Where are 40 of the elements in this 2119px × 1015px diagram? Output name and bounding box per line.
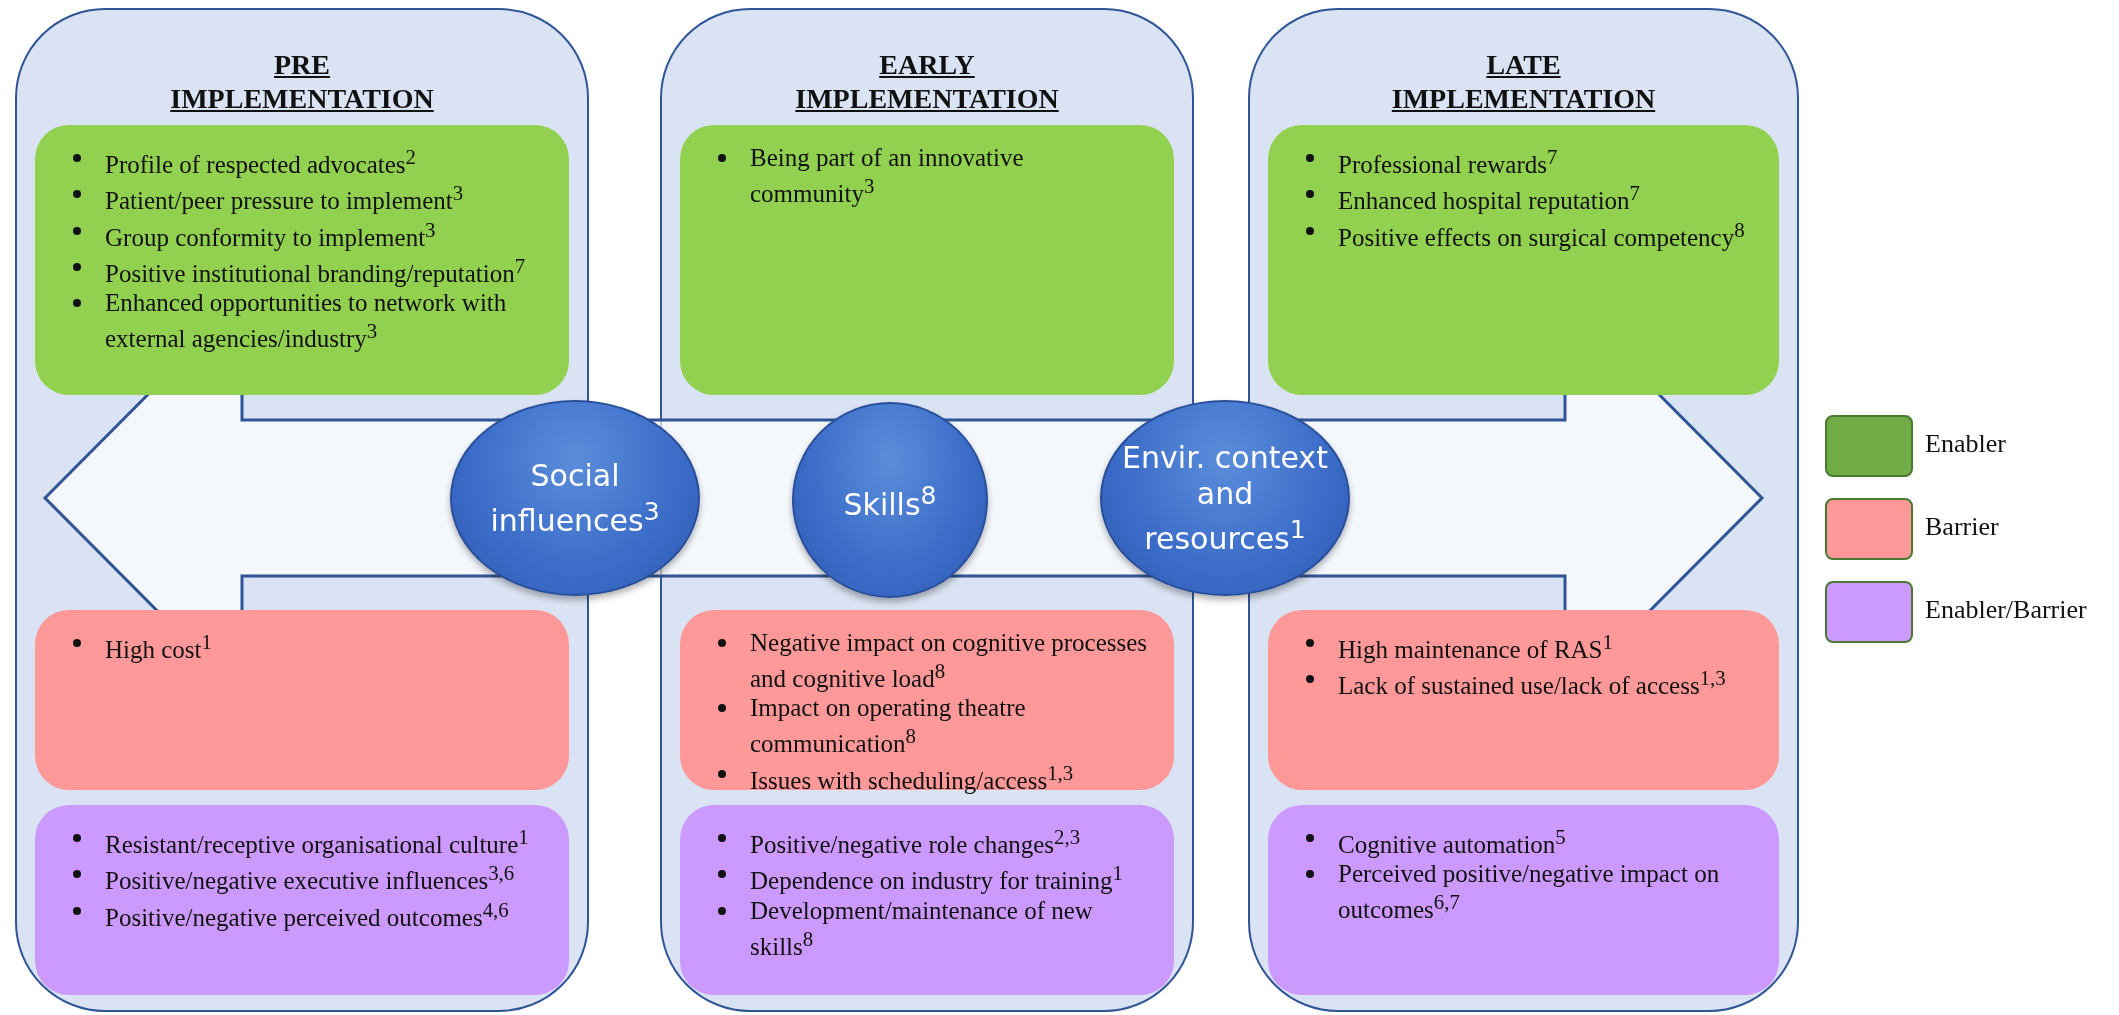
bullet-item: Enhanced hospital reputation$^{7}$: [1338, 180, 1641, 216]
bullet-item: Profile of respected advocates$^{2}$: [105, 144, 417, 180]
enabler-box: [1268, 125, 1779, 395]
theme-label: Skills$^{8}$: [843, 479, 937, 523]
legend-label: Enabler: [1925, 429, 2006, 459]
bullet-item: Lack of sustained use/lack of access$^{1,3}$: [1338, 665, 1727, 701]
enabler-barrier-box: [35, 805, 569, 995]
bullet-item: Perceived positive/negative impact on outcomes$^{6,7}$: [1338, 859, 1721, 925]
legend-label: Enabler/Barrier: [1925, 595, 2087, 625]
bullet-item: Positive/negative executive influences$^{3,6}$: [105, 860, 516, 896]
theme-label: Social influences$^{3}$: [489, 457, 661, 539]
phase-heading: LATE IMPLEMENTATION: [1390, 48, 1657, 116]
bullet-item: Issues with scheduling/access$^{1,3}$: [750, 759, 1075, 795]
bullet-item: Being part of an innovative community$^{3}$: [750, 143, 1025, 209]
bullet-item: Negative impact on cognitive processes and cognitive load$^{8}$: [750, 628, 1149, 694]
bullet-item: High maintenance of RAS$^{1}$: [1338, 629, 1614, 665]
bullet-item: Professional rewards$^{7}$: [1338, 144, 1559, 180]
theme-label: Envir. context and resources$^{1}$: [1122, 439, 1328, 557]
bullet-item: Group conformity to implement$^{3}$: [105, 216, 437, 252]
phase-heading: EARLY IMPLEMENTATION: [794, 48, 1060, 116]
bullet-item: Positive institutional branding/reputation$^{7}$: [105, 253, 527, 289]
bullet-item: Positive effects on surgical competency$^{8}$: [1338, 216, 1746, 252]
bullet-item: High cost$^{1}$: [105, 629, 213, 665]
legend-label: Barrier: [1925, 512, 1999, 542]
bullet-item: Development/maintenance of new skills$^{8}$: [750, 895, 1094, 961]
bullet-item: Positive/negative perceived outcomes$^{4,6}$: [105, 896, 510, 932]
bullet-item: Dependence on industry for training$^{1}$: [750, 860, 1124, 896]
enabler-box: [35, 125, 569, 395]
enabler-barrier-box: [680, 805, 1174, 995]
bullet-item: Positive/negative role changes$^{2,3}$: [750, 824, 1082, 860]
bullet-item: Patient/peer pressure to implement$^{3}$: [105, 180, 465, 216]
bullet-item: Cognitive automation$^{5}$: [1338, 824, 1567, 860]
barrier-box: [1268, 610, 1779, 790]
barrier-box: [35, 610, 569, 790]
enabler-box: [680, 125, 1174, 395]
bullet-item: Impact on operating theatre communication$^{8}$: [750, 693, 1027, 759]
enabler-barrier-box: [1268, 805, 1779, 995]
bullet-item: Resistant/receptive organisational culture$^{1}$: [105, 824, 530, 860]
phase-heading: PRE IMPLEMENTATION: [169, 48, 435, 116]
bullet-item: Enhanced opportunities to network with external agencies/industry$^{3}$: [105, 288, 508, 354]
